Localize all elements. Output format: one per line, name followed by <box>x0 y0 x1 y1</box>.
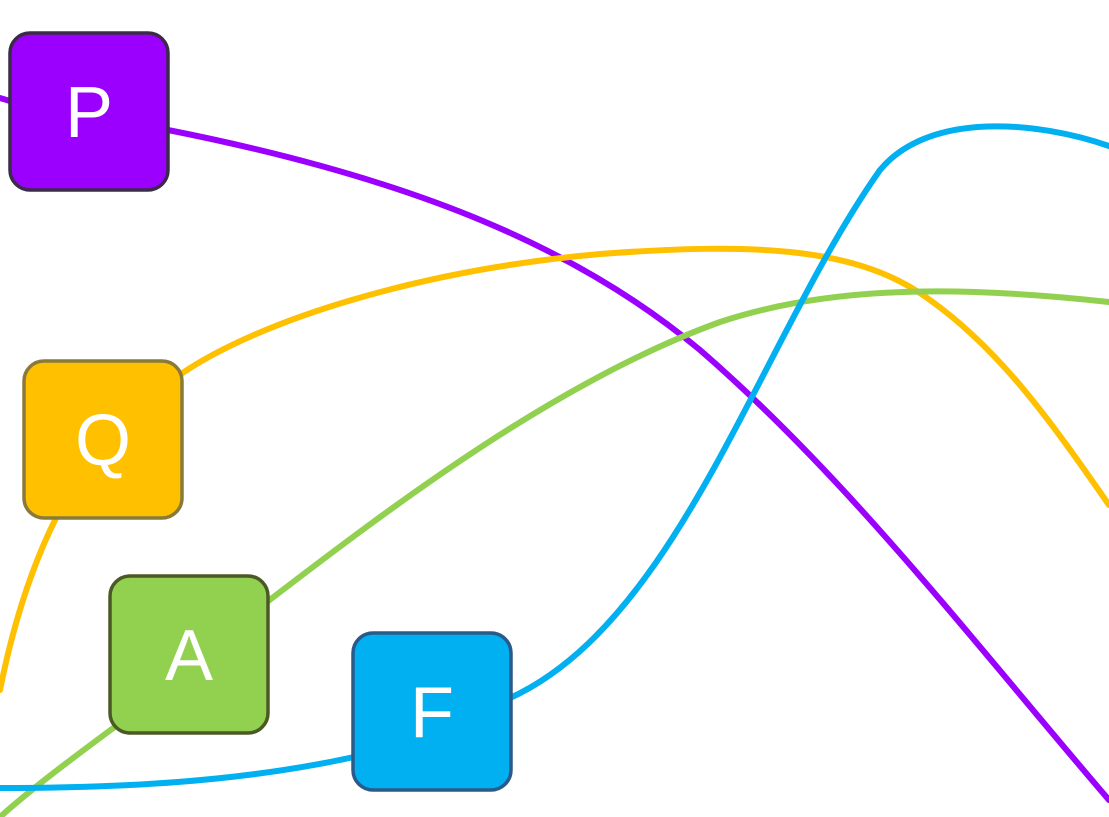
edges-layer <box>0 95 1109 817</box>
edge-a-left <box>0 723 119 817</box>
edge-a <box>264 288 1109 605</box>
edge-q <box>178 245 1109 508</box>
edge-f <box>507 123 1109 701</box>
nodes-layer: P Q A F <box>8 31 513 792</box>
node-q[interactable]: Q <box>22 359 184 520</box>
node-q-box <box>22 359 184 520</box>
edge-p <box>165 127 1109 803</box>
node-p-label: P <box>65 73 113 153</box>
node-f-label: F <box>410 673 454 753</box>
node-f-box <box>351 631 513 792</box>
node-f[interactable]: F <box>351 631 513 792</box>
node-a-label: A <box>165 616 213 696</box>
node-a-box <box>108 574 270 735</box>
edge-q-left <box>0 515 59 693</box>
node-p-box <box>8 31 170 192</box>
node-a[interactable]: A <box>108 574 270 735</box>
edge-f-left <box>0 754 357 791</box>
node-p[interactable]: P <box>8 31 170 192</box>
node-q-label: Q <box>75 401 131 481</box>
